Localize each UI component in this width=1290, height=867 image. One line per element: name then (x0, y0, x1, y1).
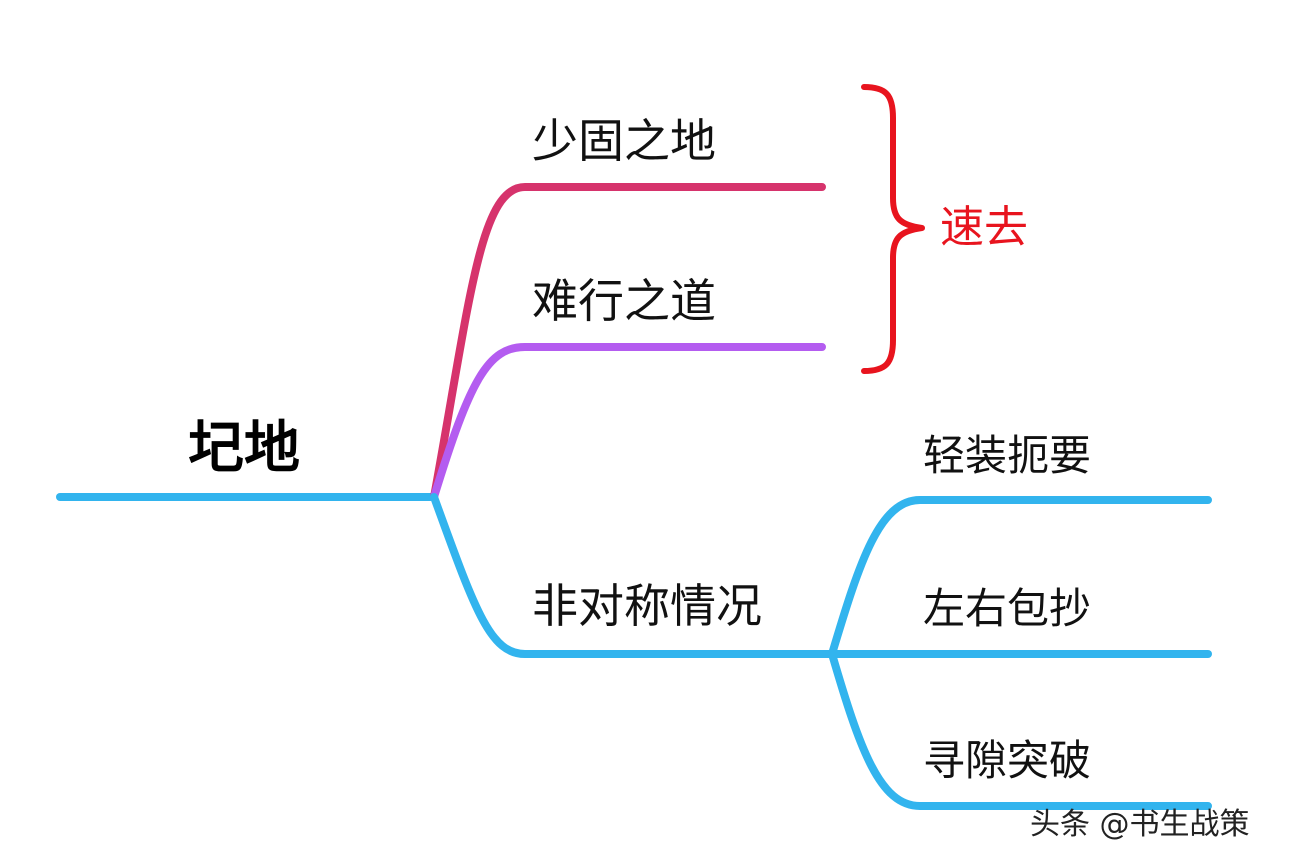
sub-line-xunxi (828, 650, 1212, 810)
branch-label-feiduicheng: 非对称情况 (532, 579, 762, 633)
bracket-note-label: 速去 (940, 202, 1028, 253)
branch-label-shaogu: 少固之地 (532, 114, 716, 168)
branch-label-nanxing: 难行之道 (532, 274, 716, 328)
sub-label-xunxi: 寻隙突破 (923, 736, 1092, 785)
branch-line-shaogu (430, 183, 826, 501)
sub-label-qingzhuang: 轻装扼要 (923, 431, 1092, 480)
root-topic-label: 圮地 (188, 416, 300, 481)
sub-label-zuoyou: 左右包抄 (923, 584, 1092, 633)
sub-line-qingzhuang (828, 496, 1212, 658)
watermark: 头条 @书生战策 (1030, 807, 1250, 842)
curly-bracket-icon (861, 84, 925, 374)
branch-line-nanxing (430, 343, 826, 501)
branch-line-feiduicheng (430, 493, 836, 658)
